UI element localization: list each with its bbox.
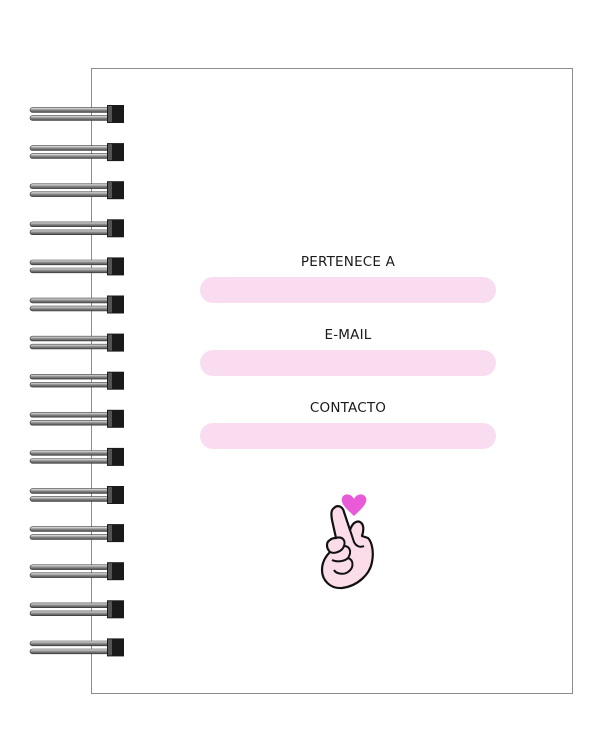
owner-label: PERTENECE A [300,254,396,270]
notebook-page [91,68,573,694]
email-field[interactable] [200,350,496,376]
email-label: E-MAIL [324,327,372,343]
finger-heart-icon [320,494,374,590]
contact-field[interactable] [200,423,496,449]
owner-field[interactable] [200,277,496,303]
contact-label: CONTACTO [309,400,387,416]
